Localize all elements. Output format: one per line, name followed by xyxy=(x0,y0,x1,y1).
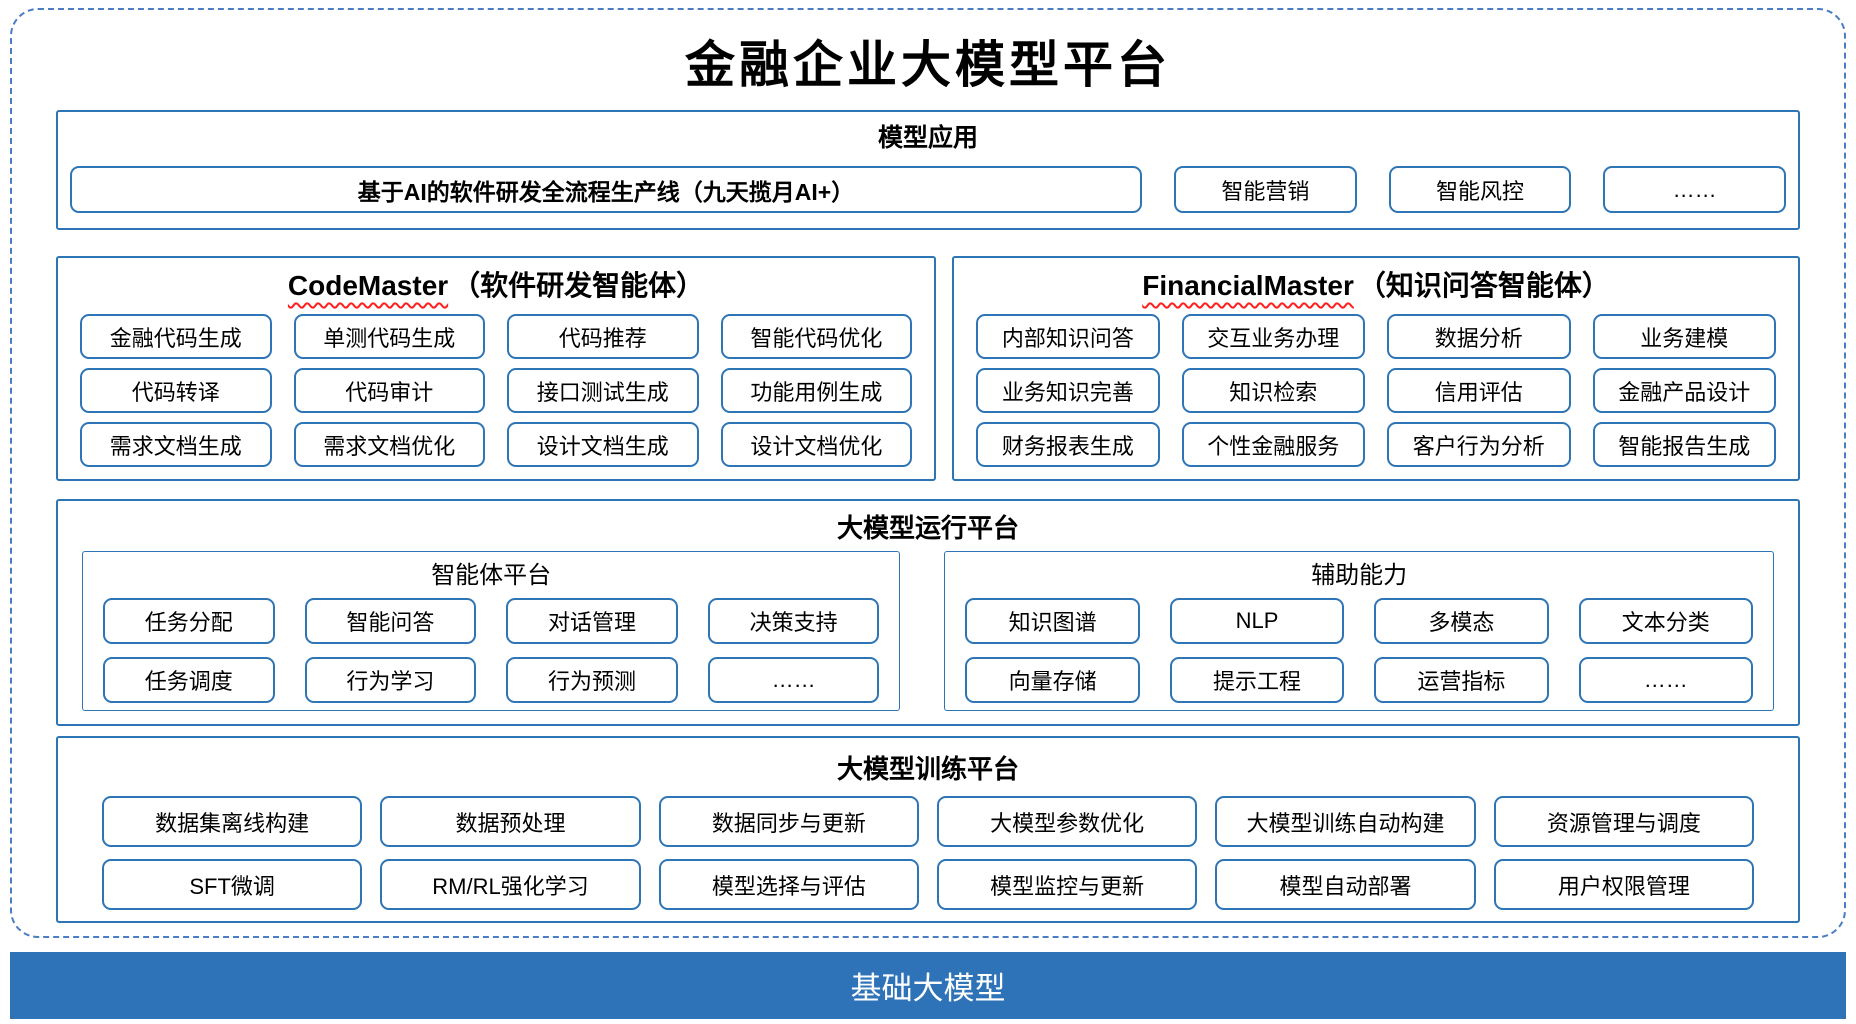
diagram-node: 代码转译 xyxy=(80,368,272,413)
code-master-title-zh: （软件研发智能体） xyxy=(452,270,705,301)
diagram-node: 接口测试生成 xyxy=(507,368,699,413)
diagram-node: 代码推荐 xyxy=(507,314,699,359)
diagram-node: 智能代码优化 xyxy=(720,314,913,359)
diagram-node: 资源管理与调度 xyxy=(1493,796,1754,847)
diagram-node: 金融产品设计 xyxy=(1592,368,1776,413)
diagram-node: 任务分配 xyxy=(103,598,275,644)
diagram-node: 客户行为分析 xyxy=(1387,422,1571,467)
diagram-node: 数据预处理 xyxy=(380,796,641,847)
diagram-node: 向量存储 xyxy=(965,657,1140,703)
auxiliary-capability-header: 辅助能力 xyxy=(1311,562,1408,589)
code-master-title-en: CodeMaster xyxy=(287,270,449,301)
auxiliary-capability-nodes: 知识图谱 NLP 多模态 文本分类 向量存储 提示工程 运营指标 …… xyxy=(965,598,1753,703)
diagram-node: 需求文档生成 xyxy=(80,422,272,467)
financial-master-title-en: FinancialMaster xyxy=(1142,270,1354,301)
diagram-node: 智能问答 xyxy=(304,598,477,644)
diagram-node: NLP xyxy=(1169,598,1345,644)
training-platform-nodes: 数据集离线构建 数据预处理 数据同步与更新 大模型参数优化 大模型训练自动构建 … xyxy=(102,796,1754,910)
agents-section: CodeMaster（软件研发智能体） 金融代码生成 单测代码生成 代码推荐 智… xyxy=(56,256,1800,481)
diagram-node: 金融代码生成 xyxy=(80,314,272,359)
code-master-box: CodeMaster（软件研发智能体） 金融代码生成 单测代码生成 代码推荐 智… xyxy=(56,256,937,481)
diagram-node: 设计文档生成 xyxy=(507,422,699,467)
agent-platform-box: 智能体平台 任务分配 智能问答 对话管理 决策支持 任务调度 行为学习 行为预测… xyxy=(82,551,901,711)
financial-master-title: FinancialMaster（知识问答智能体） xyxy=(976,266,1776,310)
training-platform-section: 大模型训练平台 数据集离线构建 数据预处理 数据同步与更新 大模型参数优化 大模… xyxy=(56,736,1800,923)
diagram-node: 文本分类 xyxy=(1578,598,1753,644)
diagram-node: 需求文档优化 xyxy=(293,422,486,467)
financial-master-box: FinancialMaster（知识问答智能体） 内部知识问答 交互业务办理 数… xyxy=(952,256,1800,481)
diagram-node: 对话管理 xyxy=(506,598,678,644)
diagram-node: 知识图谱 xyxy=(965,598,1140,644)
diagram-node: 交互业务办理 xyxy=(1181,314,1366,359)
code-master-title: CodeMaster（软件研发智能体） xyxy=(80,266,912,310)
diagram-node: 运营指标 xyxy=(1374,657,1549,703)
diagram-node: 提示工程 xyxy=(1169,657,1345,703)
diagram-node: 大模型训练自动构建 xyxy=(1215,796,1476,847)
diagram-node: …… xyxy=(1603,166,1787,213)
diagram-node: 信用评估 xyxy=(1387,368,1571,413)
diagram-node: 数据集离线构建 xyxy=(102,796,363,847)
agent-platform-header: 智能体平台 xyxy=(431,562,552,589)
diagram-node: …… xyxy=(1578,657,1753,703)
diagram-node: 财务报表生成 xyxy=(976,422,1160,467)
diagram-node: 业务知识完善 xyxy=(976,368,1160,413)
training-platform-header: 大模型训练平台 xyxy=(836,754,1019,784)
diagram-node: 业务建模 xyxy=(1592,314,1776,359)
diagram-node: 个性金融服务 xyxy=(1181,422,1366,467)
code-master-nodes: 金融代码生成 单测代码生成 代码推荐 智能代码优化 代码转译 代码审计 接口测试… xyxy=(80,314,913,467)
diagram-node: 智能风控 xyxy=(1388,166,1572,213)
diagram-node: 设计文档优化 xyxy=(720,422,913,467)
diagram-node: 大模型参数优化 xyxy=(937,796,1198,847)
diagram-node: 数据同步与更新 xyxy=(658,796,919,847)
diagram-node: RM/RL强化学习 xyxy=(380,859,641,910)
diagram-node: 知识检索 xyxy=(1181,368,1366,413)
diagram-node: 数据分析 xyxy=(1387,314,1571,359)
financial-master-title-zh: （知识问答智能体） xyxy=(1357,270,1610,301)
model-application-header: 模型应用 xyxy=(877,124,978,152)
diagram-node: 功能用例生成 xyxy=(720,368,913,413)
diagram-node: 模型选择与评估 xyxy=(658,859,919,910)
diagram-node: 内部知识问答 xyxy=(976,314,1160,359)
diagram-node: 决策支持 xyxy=(707,598,880,644)
diagram-node: 行为学习 xyxy=(304,657,477,703)
diagram-title: 金融企业大模型平台 xyxy=(685,35,1171,94)
diagram-node: SFT微调 xyxy=(102,859,363,910)
diagram-node: 模型自动部署 xyxy=(1215,859,1476,910)
diagram-node: 用户权限管理 xyxy=(1493,859,1754,910)
diagram-node: 单测代码生成 xyxy=(293,314,486,359)
financial-master-nodes: 内部知识问答 交互业务办理 数据分析 业务建模 业务知识完善 知识检索 信用评估… xyxy=(976,314,1776,467)
diagram-node: 智能报告生成 xyxy=(1592,422,1776,467)
auxiliary-capability-box: 辅助能力 知识图谱 NLP 多模态 文本分类 向量存储 提示工程 运营指标 …… xyxy=(944,551,1774,711)
model-application-section: 模型应用 基于AI的软件研发全流程生产线（九天揽月AI+） 智能营销 智能风控 … xyxy=(56,110,1800,230)
base-model-bar-label: 基础大模型 xyxy=(850,971,1006,1006)
agent-platform-nodes: 任务分配 智能问答 对话管理 决策支持 任务调度 行为学习 行为预测 …… xyxy=(103,598,880,703)
diagram-node: 行为预测 xyxy=(506,657,678,703)
platform-diagram: 金融企业大模型平台 模型应用 基于AI的软件研发全流程生产线（九天揽月AI+） … xyxy=(10,8,1846,938)
diagram-node: 任务调度 xyxy=(103,657,275,703)
runtime-subsections: 智能体平台 任务分配 智能问答 对话管理 决策支持 任务调度 行为学习 行为预测… xyxy=(82,551,1774,711)
runtime-platform-header: 大模型运行平台 xyxy=(836,513,1019,543)
diagram-node: …… xyxy=(707,657,880,703)
model-application-nodes: 基于AI的软件研发全流程生产线（九天揽月AI+） 智能营销 智能风控 …… xyxy=(70,166,1787,213)
runtime-platform-section: 大模型运行平台 智能体平台 任务分配 智能问答 对话管理 决策支持 任务调度 行… xyxy=(56,499,1800,726)
diagram-node: 模型监控与更新 xyxy=(937,859,1198,910)
diagram-node: 智能营销 xyxy=(1174,166,1357,213)
diagram-node: 代码审计 xyxy=(293,368,486,413)
diagram-node: 多模态 xyxy=(1374,598,1549,644)
base-model-bar: 基础大模型 xyxy=(10,952,1846,1019)
production-line-node: 基于AI的软件研发全流程生产线（九天揽月AI+） xyxy=(70,166,1142,213)
